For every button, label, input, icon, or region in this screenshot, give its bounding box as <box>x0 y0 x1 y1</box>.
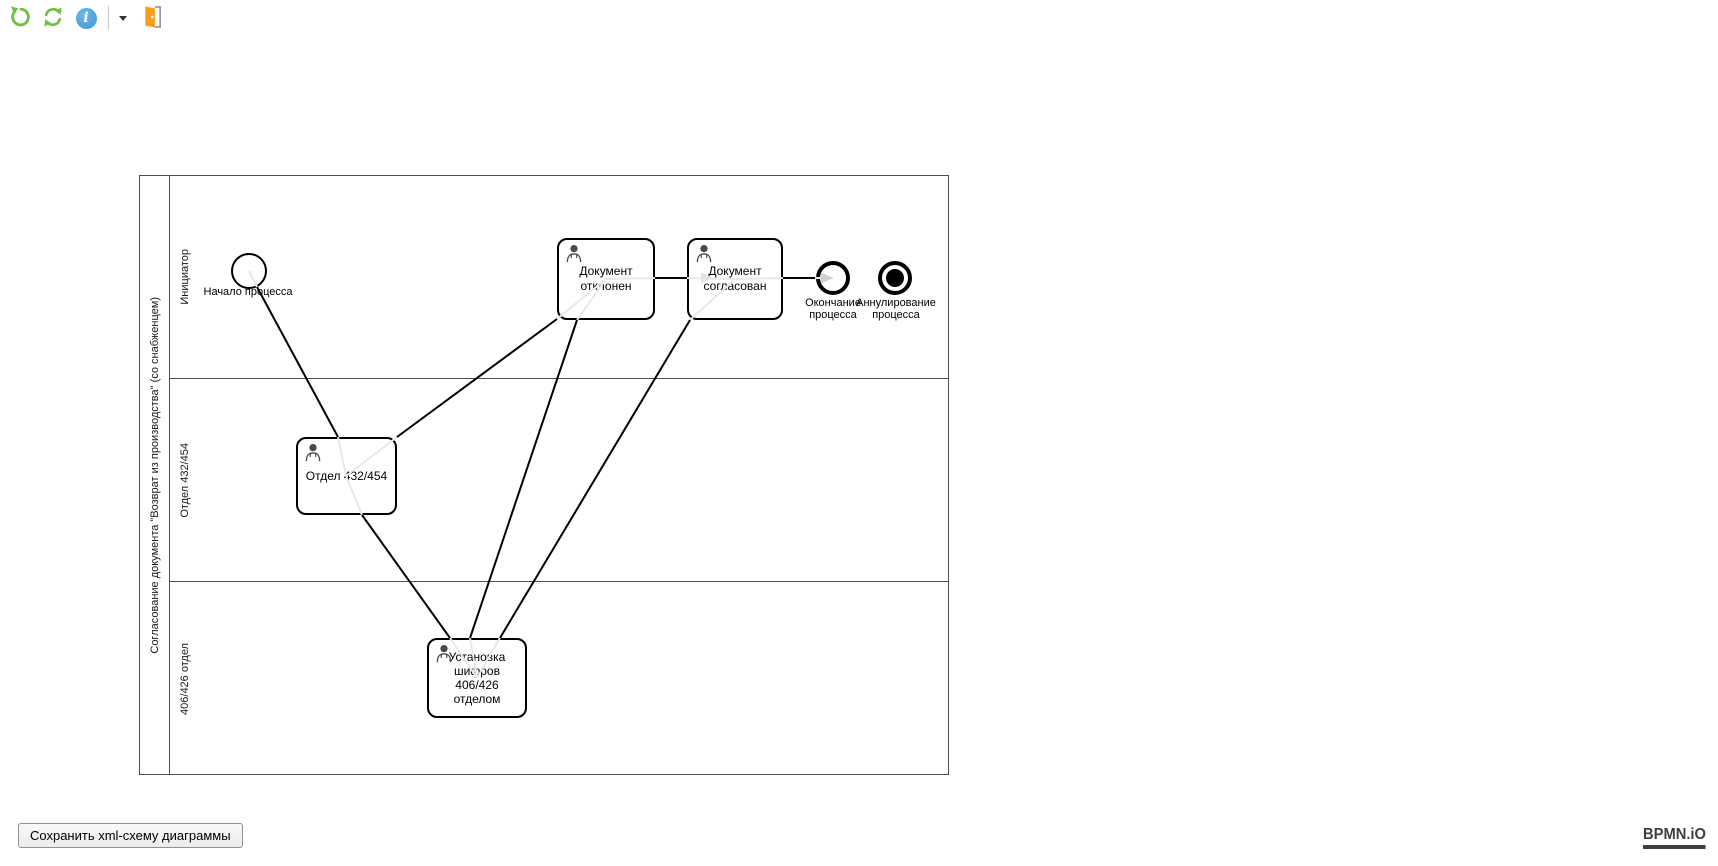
toolbar-divider <box>108 6 109 30</box>
lane-divider <box>170 581 948 582</box>
pool-title-strip: Согласование документа "Возврат из произ… <box>140 176 170 774</box>
lane-label-initiator: Инициатор <box>179 249 191 305</box>
end-event-label: Окончание процесса <box>805 297 861 321</box>
caret-down-icon[interactable] <box>119 16 127 25</box>
refresh-icon <box>42 6 64 31</box>
task-label: Документ согласован <box>703 264 767 293</box>
task-document-rejected[interactable]: Документ отклонен <box>557 238 655 320</box>
lane-label-dept-432-454: Отдел 432/454 <box>179 442 191 518</box>
info-icon: i <box>75 7 97 29</box>
user-task-icon <box>564 244 584 267</box>
lane-divider <box>170 378 948 379</box>
start-event-label: Начало процесса <box>203 286 293 298</box>
bpmn-io-logo[interactable]: BPMN.iO <box>1643 826 1706 849</box>
user-task-icon <box>434 644 454 666</box>
terminate-event-label: Аннулирование процесса <box>856 297 936 321</box>
terminate-event[interactable] <box>878 261 912 295</box>
task-label: Отдел 432/454 <box>305 468 388 483</box>
start-event[interactable] <box>231 253 267 289</box>
info-button[interactable]: i <box>74 5 98 31</box>
undo-button[interactable] <box>8 5 32 31</box>
lane-label-dept-406-426: 406/426 отдел <box>179 642 191 715</box>
undo-icon <box>9 6 31 31</box>
user-task-icon <box>303 443 323 466</box>
exit-button[interactable] <box>140 5 164 31</box>
user-task-icon <box>694 244 714 267</box>
terminate-dot <box>886 269 904 287</box>
task-label: Документ отклонен <box>579 264 633 293</box>
door-exit-icon <box>142 5 163 32</box>
task-set-ciphers[interactable]: Установка шифров 406/426 отделом <box>427 638 527 718</box>
save-xml-button[interactable]: Сохранить xml-схему диаграммы <box>18 823 243 848</box>
task-document-approved[interactable]: Документ согласован <box>687 238 783 320</box>
end-event[interactable] <box>816 261 850 295</box>
task-department-432-454[interactable]: Отдел 432/454 <box>296 437 397 515</box>
pool-title: Согласование документа "Возврат из произ… <box>148 296 161 654</box>
refresh-button[interactable] <box>41 5 65 31</box>
toolbar: i <box>8 5 164 31</box>
